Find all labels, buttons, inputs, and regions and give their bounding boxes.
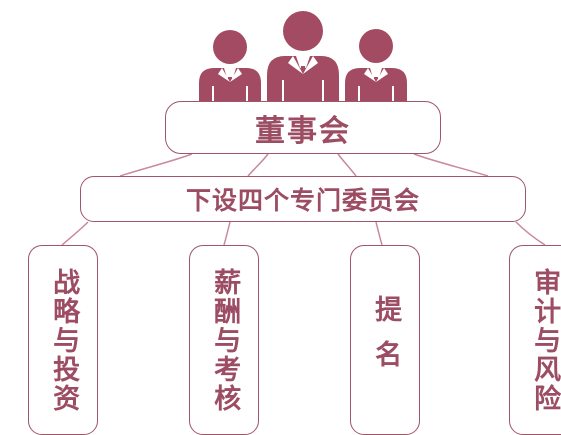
person-left-icon [199,30,261,101]
committee-label: 薪酬与考核 [209,267,241,413]
subheading-label: 下设四个专门委员会 [185,186,420,215]
board-label: 董事会 [255,113,351,149]
committee-box-strategy: 战略与投资 [28,245,98,435]
connector-board-left-outer [119,153,193,177]
committee-label: 战略与投资 [48,267,80,413]
connector-sub-1 [223,221,231,246]
connector-board-left-inner [247,153,269,177]
person-center-icon [267,11,339,101]
committee-label: 审计与风险 [529,267,561,413]
committee-label: 提名 [370,295,402,385]
connector-sub-2 [375,221,383,246]
connector-board-right-inner [337,153,357,177]
connector-sub-3 [515,221,546,246]
person-right-icon [345,29,407,101]
subheading-box: 下设四个专门委员会 [80,176,526,222]
committee-box-remuneration: 薪酬与考核 [189,245,259,435]
connector-sub-0 [61,221,89,246]
committee-box-nomination: 提名 [350,245,420,435]
board-box: 董事会 [165,101,441,154]
connector-board-right-outer [413,153,489,177]
committee-box-audit: 审计与风险 [509,245,561,435]
